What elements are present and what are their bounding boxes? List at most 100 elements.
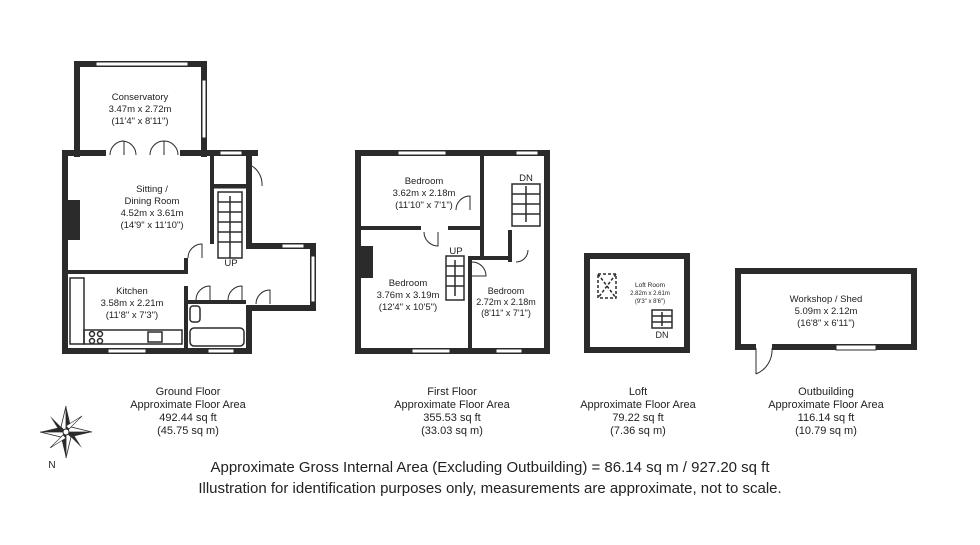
sitting-metric: 4.52m x 3.61m — [121, 208, 184, 219]
first-floor-plan — [355, 150, 550, 354]
bath-wall-right — [246, 308, 252, 354]
floor-area-sqm: (10.79 sq m) — [795, 425, 857, 437]
landing-wall — [480, 156, 484, 206]
store-window — [219, 150, 243, 156]
outbuilding-caption: Outbuilding Approximate Floor Area 116.1… — [746, 386, 906, 438]
first-wall-top — [355, 150, 550, 156]
loft-skylight — [597, 273, 617, 299]
kitchen-name: Kitchen — [116, 286, 148, 297]
compass-north-label: N — [48, 460, 55, 471]
floor-name: Ground Floor — [155, 386, 221, 398]
first-up-label: UP — [449, 246, 462, 257]
ground-up-label: UP — [224, 258, 237, 269]
loft-room-name: Loft Room — [635, 282, 665, 289]
conservatory-french-door-left — [109, 140, 137, 156]
porch-door — [255, 289, 271, 305]
loft-plan — [584, 253, 690, 353]
floor-area-label: Approximate Floor Area — [768, 399, 884, 411]
first-wall-left — [355, 150, 361, 354]
right-bedroom-wall-top — [468, 256, 508, 260]
first-floor-caption: First Floor Approximate Floor Area 355.5… — [372, 386, 532, 438]
floor-name: Loft — [628, 386, 648, 398]
floor-area-label: Approximate Floor Area — [580, 399, 696, 411]
floor-area-sqft: 116.14 sq ft — [797, 412, 855, 424]
hall-wall — [210, 156, 214, 244]
bedroom-divider-2 — [448, 226, 480, 230]
landing-wall-lower — [480, 206, 484, 256]
workshop-door-gap — [756, 342, 772, 352]
kitchen-window — [107, 348, 147, 354]
kitchen-metric: 3.58m x 2.21m — [101, 298, 164, 309]
first-window-top-landing — [515, 150, 539, 156]
conservatory-imperial: (11'4" x 8'11") — [111, 116, 168, 127]
bathroom-fittings — [189, 305, 245, 347]
disclaimer: Illustration for identification purposes… — [198, 480, 782, 497]
kitchen-units — [69, 277, 183, 345]
bath-window — [207, 348, 235, 354]
left-bedroom-door — [423, 231, 439, 247]
first-staircase-up — [445, 255, 465, 301]
compass-rose-icon — [39, 405, 93, 459]
sitting-name-1: Sitting / — [136, 184, 168, 195]
bedroom-top-name: Bedroom — [405, 176, 444, 187]
store-wall — [214, 184, 246, 188]
floor-area-sqft: 492.44 sq ft — [159, 412, 217, 424]
ground-staircase — [217, 191, 243, 259]
conservatory-window-top — [95, 61, 189, 67]
ground-floor-caption: Ground Floor Approximate Floor Area 492.… — [108, 386, 268, 438]
floor-area-label: Approximate Floor Area — [394, 399, 510, 411]
bath-door — [195, 285, 211, 301]
floor-area-sqft: 355.53 sq ft — [423, 412, 481, 424]
kitchen-wall-right — [184, 286, 188, 348]
loft-walls — [584, 253, 690, 353]
porch-window-right — [310, 255, 316, 303]
porch-wall-top — [246, 243, 316, 249]
workshop-walls — [735, 268, 917, 350]
cupboard-wall — [508, 230, 512, 262]
main-wall-top-left — [62, 150, 106, 156]
first-window-bottom-left — [411, 348, 451, 354]
bedroom-left-name: Bedroom — [389, 278, 428, 289]
floor-name: Outbuilding — [798, 386, 854, 398]
chimney-breast — [68, 200, 80, 240]
right-bedroom-wall-left — [468, 256, 472, 348]
first-wall-right — [544, 150, 550, 354]
porch-window-top — [281, 243, 305, 249]
store-door — [214, 165, 263, 189]
floor-area-sqft: 79.22 sq ft — [612, 412, 664, 424]
kitchen-imperial: (11'8" x 7'3") — [106, 310, 158, 321]
bedroom-top-metric: 3.62m x 2.18m — [393, 188, 456, 199]
floor-area-sqm: (33.03 sq m) — [421, 425, 483, 437]
first-window-top-bedroom — [397, 150, 447, 156]
workshop-imperial: (16'8" x 6'11") — [797, 318, 855, 329]
porch-wall-bottom — [246, 305, 316, 311]
workshop-metric: 5.09m x 2.12m — [795, 306, 858, 317]
outbuilding-plan — [735, 268, 917, 375]
kitchen-door-jamb — [184, 258, 188, 274]
stair-wall-right — [246, 150, 252, 249]
main-wall-top-right — [180, 150, 258, 156]
conservatory-wall-left — [74, 61, 80, 157]
ground-floor-plan — [62, 61, 316, 354]
conservatory-metric: 3.47m x 2.72m — [109, 104, 172, 115]
cupboard-door — [515, 249, 529, 263]
loft-dn-label: DN — [656, 330, 669, 340]
workshop-name: Workshop / Shed — [790, 294, 863, 305]
conservatory-name: Conservatory — [112, 92, 169, 103]
first-staircase-down — [511, 183, 541, 227]
workshop-door — [755, 347, 773, 375]
kitchen-door — [187, 243, 203, 259]
wc-door — [227, 285, 243, 301]
loft-caption: Loft Approximate Floor Area 79.22 sq ft … — [558, 386, 718, 438]
conservatory-french-door-right — [149, 140, 179, 156]
first-dn-label: DN — [519, 173, 533, 184]
sitting-imperial: (14'9" x 11'10") — [120, 220, 183, 231]
workshop-window — [835, 344, 877, 351]
top-bedroom-door — [455, 195, 471, 211]
bedroom-top-imperial: (11'10" x 7'1") — [395, 200, 453, 211]
first-window-bottom-right — [495, 348, 523, 354]
kitchen-wall-top — [68, 270, 184, 274]
loft-staircase — [651, 309, 673, 329]
bedroom-right-metric: 2.72m x 2.18m — [476, 297, 536, 307]
